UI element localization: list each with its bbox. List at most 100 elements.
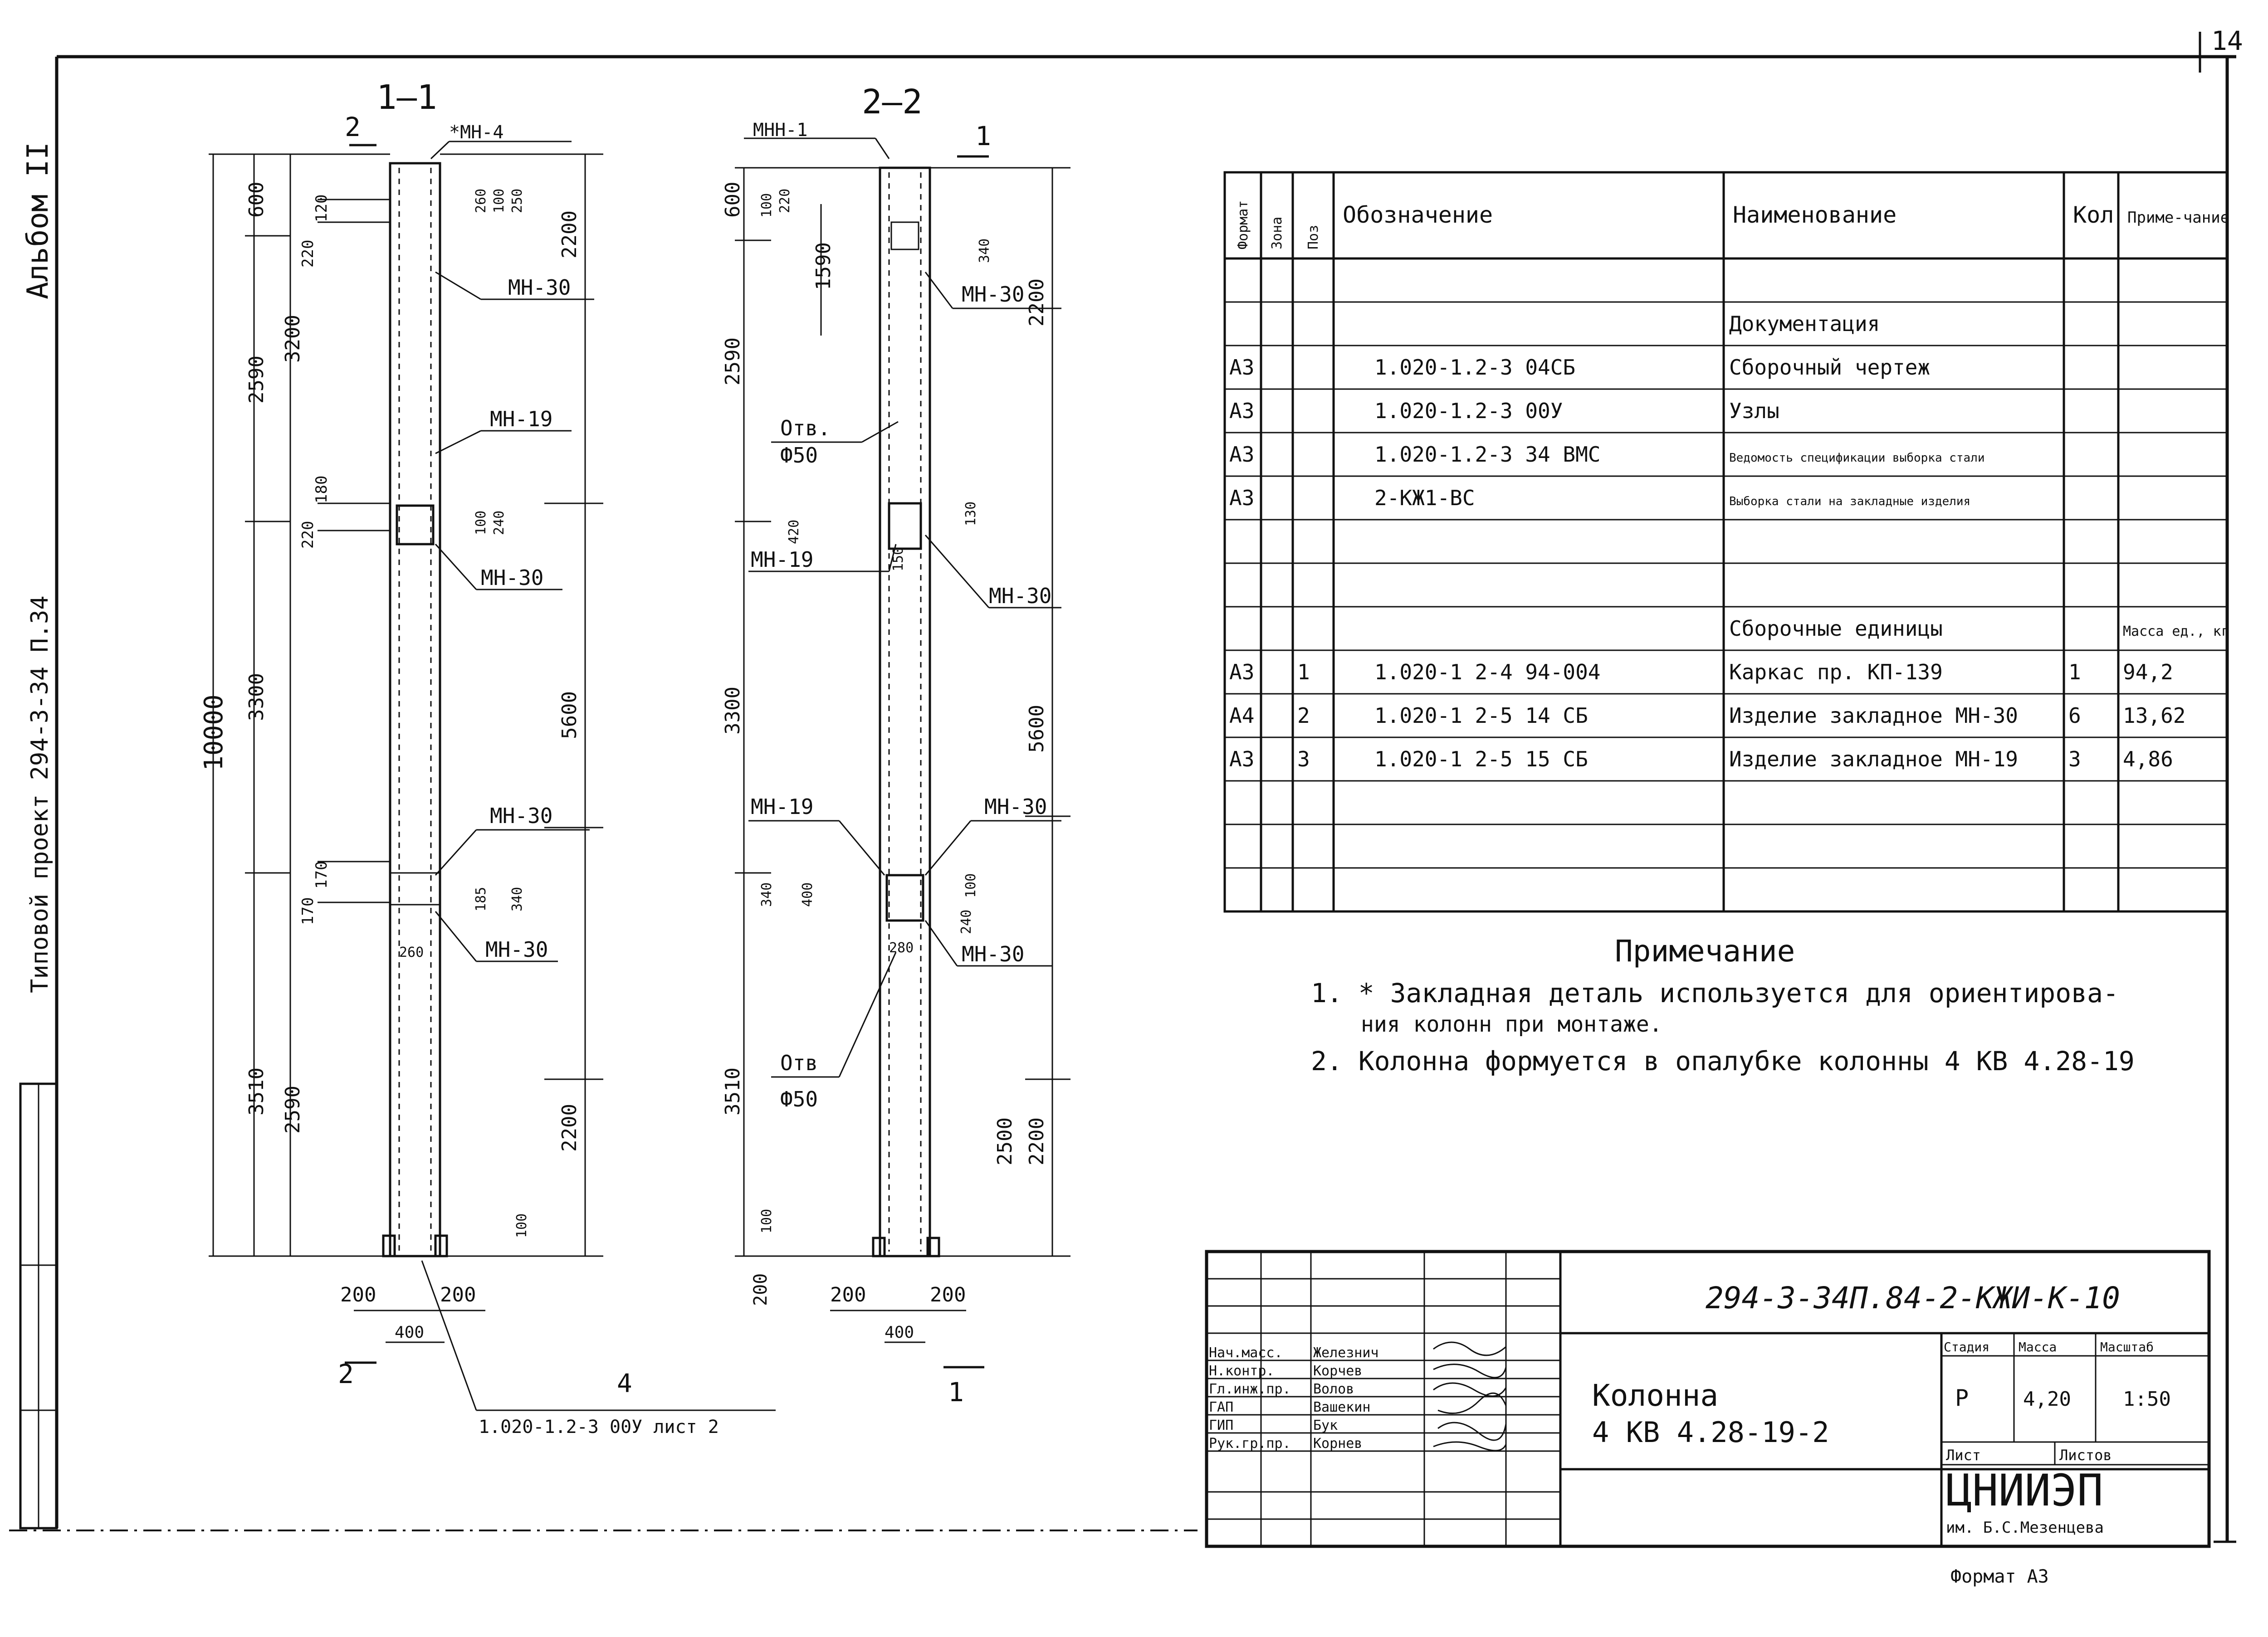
- org-name: ЦНИИЭП: [1946, 1465, 2103, 1516]
- dim-2-130: 130: [963, 502, 979, 526]
- spec-cell-4-4: Ведомость спецификации выборка стали: [1729, 451, 1985, 465]
- role-0: Нач.масс.: [1209, 1345, 1283, 1361]
- dim-100: 100: [491, 189, 507, 213]
- dim-2-220: 220: [777, 189, 793, 213]
- dim-170-b: 170: [299, 897, 317, 925]
- dim-bottom-200-b: 200: [440, 1283, 476, 1306]
- dim-2-150: 150: [890, 547, 906, 571]
- section-2-2: 2—2 МНН-1 600 1590 2590 3300 3510 2200 5…: [721, 83, 1070, 1408]
- ref-number: 4: [617, 1369, 632, 1398]
- spec-cell-10-3: 1.020-1 2-5 14 СБ: [1374, 703, 1588, 728]
- dim-2-600: 600: [721, 182, 744, 218]
- dim-260: 260: [473, 189, 489, 213]
- dim-250: 250: [509, 189, 525, 213]
- hole-dia-2: Ф50: [780, 1087, 818, 1111]
- dim-185: 185: [473, 887, 489, 911]
- mass-header: Масса: [2019, 1340, 2057, 1354]
- spec-cell-10-6: 13,62: [2123, 703, 2185, 728]
- column-body-1: [389, 162, 441, 1257]
- sheet-header: Лист: [1946, 1447, 1981, 1464]
- spec-cell-10-4: Изделие закладное МН-30: [1729, 703, 2018, 728]
- spec-header-4: Наименование: [1733, 202, 1897, 228]
- dim-2-5600: 5600: [1025, 705, 1048, 753]
- spec-cell-3-4: Узлы: [1729, 399, 1779, 423]
- spec-header-0: Формат: [1235, 200, 1251, 249]
- name-1: Корчев: [1313, 1363, 1362, 1379]
- spec-cell-9-5: 1: [2068, 660, 2081, 684]
- page-number: 14: [2211, 25, 2243, 56]
- org-sub: им. Б.С.Мезенцева: [1946, 1519, 2104, 1537]
- plate-mn19-2: [888, 502, 922, 550]
- spec-cell-11-2: 3: [1297, 747, 1310, 771]
- dim-2590-b: 2590: [281, 1086, 304, 1134]
- dim-2-340-b: 340: [759, 882, 775, 907]
- spec-cell-10-0: А4: [1229, 703, 1254, 728]
- spec-cell-3-0: А3: [1229, 399, 1254, 423]
- dim-2200: 2200: [558, 210, 581, 258]
- dim-170: 170: [313, 861, 331, 889]
- callout-2-mn19-a: МН-19: [751, 547, 813, 572]
- dim-5600: 5600: [558, 691, 581, 739]
- callout-mn30-b: МН-30: [481, 565, 543, 590]
- spec-header-1: Зона: [1269, 217, 1285, 249]
- dim-bottom-400: 400: [395, 1323, 424, 1342]
- spec-cell-8-4: Сборочные единицы: [1729, 616, 1943, 641]
- callout-mn19: МН-19: [490, 407, 552, 431]
- note-line-3: 2. Колонна формуется в опалубке колонны …: [1311, 1046, 2135, 1077]
- stage-value: Р: [1955, 1385, 1969, 1411]
- section-2-2-title: 2—2: [862, 83, 923, 122]
- dim-2-bottom-400: 400: [885, 1323, 914, 1342]
- spec-cell-9-3: 1.020-1 2-4 94-004: [1374, 660, 1601, 684]
- dim-100-c: 100: [514, 1213, 530, 1238]
- spec-cell-10-2: 2: [1297, 703, 1310, 728]
- spec-cell-11-3: 1.020-1 2-5 15 СБ: [1374, 747, 1588, 771]
- role-2: Гл.инж.пр.: [1209, 1381, 1291, 1397]
- name-2: Волов: [1313, 1381, 1354, 1397]
- plate-mn30-2: [885, 874, 924, 922]
- spec-cell-5-0: А3: [1229, 486, 1254, 510]
- spec-cell-11-5: 3: [2068, 747, 2081, 771]
- title-block: Нач.масс. Н.контр. Гл.инж.пр. ГАП ГИП Ру…: [1205, 1250, 2211, 1548]
- role-3: ГАП: [1209, 1399, 1233, 1415]
- name-0: Железнич: [1313, 1345, 1379, 1361]
- dim-2-3510: 3510: [721, 1067, 744, 1116]
- spec-cell-9-4: Каркас пр. КП-139: [1729, 660, 1943, 684]
- sheets-header: Листов: [2059, 1447, 2112, 1464]
- dim-2-bottom-200-c: 200: [750, 1273, 771, 1306]
- cut-1-bottom: 1: [948, 1377, 964, 1408]
- stage-header: Стадия: [1944, 1340, 1989, 1354]
- note-line-2: ния колонн при монтаже.: [1361, 1012, 1662, 1037]
- plate-mn30-1: [389, 872, 441, 906]
- callout-2-mn30-c: МН-30: [984, 794, 1047, 819]
- dim-bottom-200-a: 200: [340, 1283, 376, 1306]
- spec-cell-2-3: 1.020-1.2-3 04СБ: [1374, 355, 1575, 380]
- spec-cell-1-4: Документация: [1729, 312, 1880, 336]
- callout-mn30-c: МН-30: [490, 804, 552, 828]
- dim-180: 180: [313, 476, 331, 503]
- dim-100-b: 100: [473, 511, 489, 535]
- dim-260-b: 260: [399, 945, 424, 960]
- cut-2-top: 2: [345, 112, 361, 142]
- dim-2590: 2590: [245, 356, 268, 404]
- signatures: [1433, 1341, 1507, 1452]
- section-1-1-title: 1—1: [376, 78, 437, 117]
- dim-3300: 3300: [245, 673, 268, 721]
- callout-mn30-a: МН-30: [508, 275, 571, 300]
- dim-2-1590: 1590: [812, 242, 835, 290]
- role-1: Н.контр.: [1209, 1363, 1275, 1379]
- dim-2-bottom-200-a: 200: [830, 1283, 866, 1306]
- spec-cell-5-3: 2-КЖ1-ВС: [1374, 486, 1475, 510]
- dim-2-2200-b: 2200: [1025, 1117, 1048, 1165]
- dim-240: 240: [491, 511, 507, 535]
- dim-2-100-b: 100: [963, 873, 979, 898]
- dim-2-2500: 2500: [993, 1117, 1017, 1165]
- spec-header-2: Поз: [1305, 225, 1321, 249]
- spec-cell-3-3: 1.020-1.2-3 00У: [1374, 399, 1563, 423]
- spec-cell-4-0: А3: [1229, 442, 1254, 467]
- dim-2-100-c: 100: [759, 1209, 775, 1233]
- spec-header-3: Обозначение: [1343, 202, 1493, 228]
- scale-header: Масштаб: [2100, 1340, 2154, 1354]
- role-5: Рук.гр.пр.: [1209, 1436, 1291, 1452]
